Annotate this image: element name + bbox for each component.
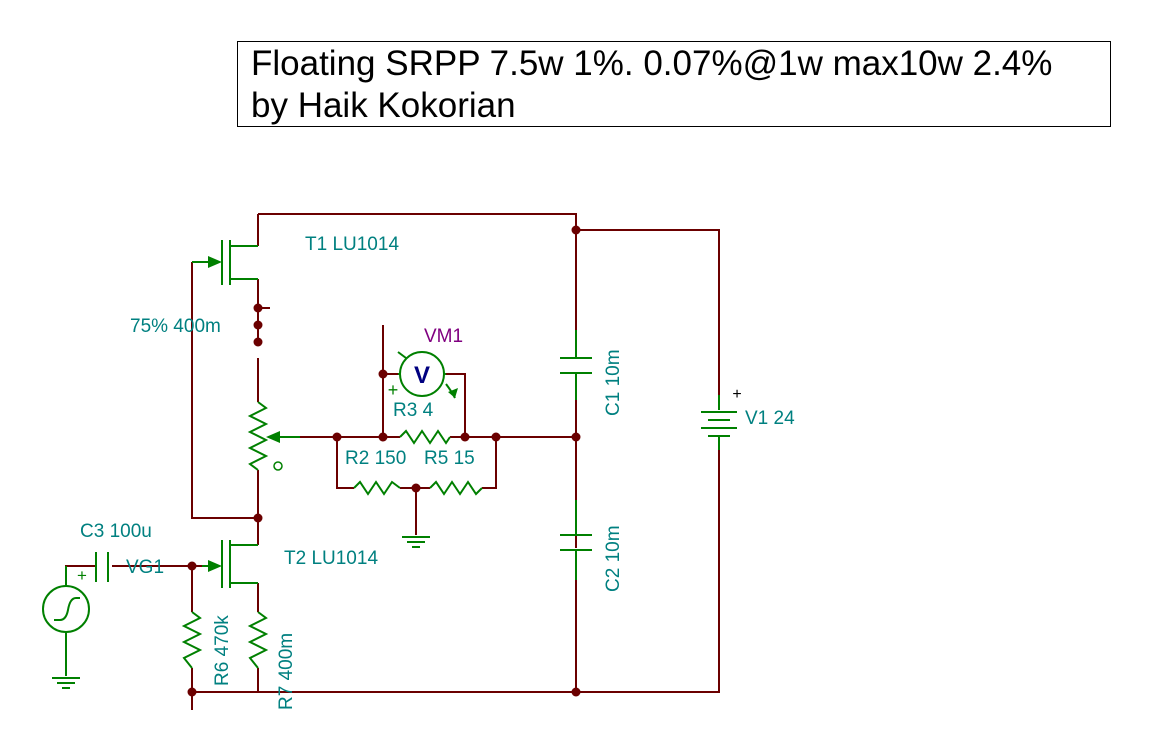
label-r6: R6 470k [212, 615, 233, 686]
resistor-r5 [429, 480, 483, 496]
label-c2: C2 10m [603, 525, 624, 592]
label-pot: 75% 400m [130, 316, 221, 337]
battery-v1 [701, 395, 737, 450]
title-line-2: by Haik Kokorian [251, 86, 516, 125]
transistor-t2 [202, 540, 258, 588]
wire-r2-left [336, 437, 354, 489]
wire-bottom-rail [192, 444, 720, 693]
wire-v1-top [576, 229, 720, 405]
capacitor-c3 [95, 552, 109, 582]
label-t1: T1 LU1014 [305, 234, 399, 255]
label-v1: V1 24 [745, 408, 795, 429]
wire-t1-source [257, 279, 270, 309]
wire-top-rail [258, 213, 577, 330]
label-r3: R3 4 [393, 400, 434, 421]
ground-symbol-input [52, 677, 80, 689]
signal-source-vg1 [42, 566, 90, 676]
resistor-r7 [247, 611, 269, 669]
wire-vm-right [446, 373, 466, 437]
capacitor-c2 [560, 500, 592, 580]
title-line-1: Floating SRPP 7.5w 1%. 0.07%@1w max10w 2… [251, 44, 1053, 83]
label-r2: R2 150 [345, 448, 406, 469]
label-vg1: VG1 [126, 557, 164, 578]
transistor-t1 [192, 240, 258, 285]
resistor-r6 [181, 611, 203, 669]
battery-plus: + [732, 386, 741, 403]
label-t2: T2 LU1014 [284, 548, 378, 569]
label-c1: C1 10m [603, 349, 624, 416]
wire-t1-gate-loop [191, 262, 258, 519]
resistor-r2 [353, 480, 401, 496]
voltmeter-vm1 [397, 351, 458, 399]
capacitor-c1 [560, 330, 592, 400]
ground-symbol [402, 536, 430, 548]
label-r5: R5 15 [424, 448, 475, 469]
voltmeter-symbol: V [414, 362, 430, 389]
title-box: Floating SRPP 7.5w 1%. 0.07%@1w max10w 2… [237, 41, 1111, 127]
label-c3: C3 100u [80, 521, 152, 542]
label-vm1: VM1 [424, 326, 463, 347]
voltmeter-plus: + [388, 380, 399, 400]
wire-r5-right [482, 437, 497, 489]
source-plus: + [77, 566, 87, 585]
label-r7: R7 400m [276, 633, 297, 710]
junction-dots [187, 225, 581, 697]
resistor-r3 [399, 429, 451, 445]
potentiometer [247, 401, 300, 471]
